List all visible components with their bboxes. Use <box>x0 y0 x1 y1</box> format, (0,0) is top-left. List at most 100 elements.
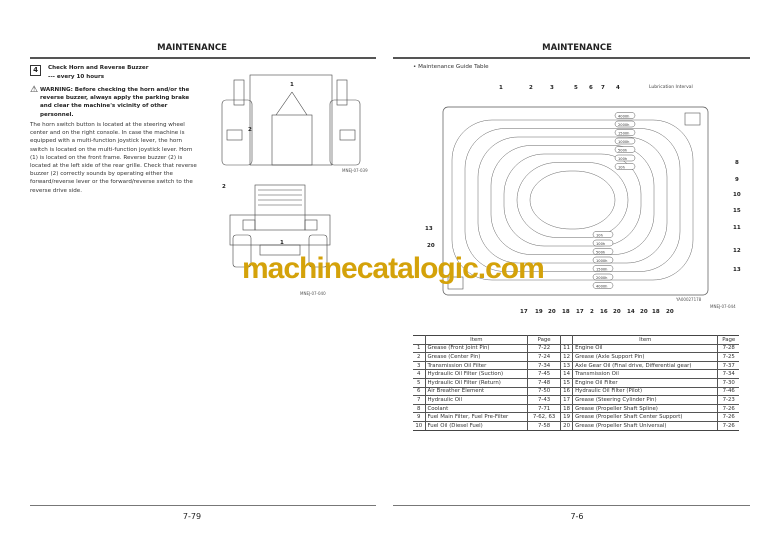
callout: 18 <box>652 309 660 315</box>
item-name: Hydraulic Oil Filter (Pilot) <box>572 386 719 397</box>
left-page-header: MAINTENANCE <box>157 43 227 53</box>
col-header-item: Item <box>424 335 529 345</box>
header-rule <box>30 57 376 59</box>
interval-tag: 10h <box>614 163 636 170</box>
callout: 15 <box>733 208 741 214</box>
item-name: Transmission Oil <box>572 369 719 379</box>
item-page: 7-26 <box>717 403 739 414</box>
callout: 7 <box>601 85 605 91</box>
svg-text:10h: 10h <box>596 233 603 237</box>
item-page: 7-22 <box>527 343 562 354</box>
item-name: Axle Gear Oil (Final drive, Differential… <box>572 360 719 371</box>
interval-tag: 1500h <box>592 265 614 272</box>
interval-track <box>490 145 655 255</box>
left-page-number: 7-79 <box>182 512 202 521</box>
item-page: 7-30 <box>717 377 739 388</box>
callout: 20 <box>548 309 556 315</box>
callout: 6 <box>589 85 593 91</box>
front-view-illustration <box>221 74 361 166</box>
callout: 5 <box>574 85 578 91</box>
figure-code: MNEJ-07-044 <box>710 304 736 309</box>
interval-tag: 4000h <box>614 112 636 119</box>
item-page: 7-71 <box>527 403 562 414</box>
callout: 20 <box>427 243 435 249</box>
callout: 14 <box>627 309 635 315</box>
item-name: Hydraulic Oil Filter (Suction) <box>424 369 529 379</box>
interval-tag: 2000h <box>614 120 636 128</box>
item-number: 15 <box>560 377 574 388</box>
svg-text:1500h: 1500h <box>618 131 629 135</box>
callout: 18 <box>562 309 570 315</box>
footer-rule-right <box>393 505 750 506</box>
interval-tag: 500h <box>592 248 614 255</box>
item-page: 7-50 <box>527 386 562 397</box>
watermark: machinecatalogic.com <box>242 252 545 285</box>
interval-tag: 1500h <box>614 129 636 136</box>
item-name: Fuel Oil (Diesel Fuel) <box>424 420 529 431</box>
svg-text:1500h: 1500h <box>596 267 607 271</box>
item-name: Engine Oil Filter <box>572 377 719 388</box>
callout: 20 <box>666 309 674 315</box>
item-page: 7-48 <box>527 377 562 388</box>
item-name: Grease (Propeller Shaft Center Support) <box>572 412 719 422</box>
item-number: 16 <box>560 386 574 397</box>
col-header-item: Item <box>572 335 719 345</box>
item-page: 7-45 <box>527 369 562 379</box>
body-text: The horn switch button is located at the… <box>30 122 197 194</box>
item-name: Grease (Steering Cylinder Pin) <box>572 395 719 405</box>
svg-text:2000h: 2000h <box>618 123 629 127</box>
right-page-header: MAINTENANCE <box>542 43 612 53</box>
interval-tag: 500h <box>614 146 636 153</box>
item-page: 7-62, 63 <box>527 412 562 422</box>
maintenance-guide-diagram: 4000h2000h1500h1000h500h100h10h10h100h50… <box>442 106 709 296</box>
item-name: Grease (Axle Support Pin) <box>572 352 719 362</box>
item-number: 18 <box>560 403 574 414</box>
svg-text:1000h: 1000h <box>618 140 629 144</box>
warning-text: WARNING: Before checking the horn and/or… <box>40 87 190 118</box>
item-name: Grease (Propeller Shaft Spline) <box>572 403 719 414</box>
item-name: Fuel Main Filter, Fuel Pre-Filter <box>424 412 529 422</box>
interval-track <box>503 153 642 247</box>
item-page: 7-23 <box>717 395 739 405</box>
callout: 2 <box>590 309 594 315</box>
svg-text:100h: 100h <box>596 242 605 246</box>
fig1-code: MNEJ-07-039 <box>342 168 368 173</box>
right-page-number: 7-6 <box>570 512 584 521</box>
col-header-page: Page <box>717 335 739 345</box>
callout: 17 <box>520 309 528 315</box>
callout: 11 <box>733 225 741 231</box>
callout: 17 <box>576 309 584 315</box>
interval-track <box>477 136 668 264</box>
item-name: Engine Oil <box>572 343 719 354</box>
item-name: Grease (Propeller Shaft Universal) <box>572 420 719 431</box>
callout: 4 <box>616 85 620 91</box>
callout: 8 <box>735 160 739 166</box>
item-number: 1 <box>413 343 426 354</box>
item-page: 7-24 <box>527 352 562 362</box>
item-page: 7-43 <box>527 395 562 405</box>
item-name: Coolant <box>424 403 529 414</box>
warning-icon: ⚠ <box>30 85 39 95</box>
fig2-label-horn: 1 <box>280 240 284 246</box>
item-number: 20 <box>560 420 574 431</box>
item-number: 3 <box>413 360 426 371</box>
rear-view-illustration <box>229 184 331 268</box>
svg-text:500h: 500h <box>596 250 605 254</box>
item-page: 7-58 <box>527 420 562 431</box>
interval-track <box>451 119 694 281</box>
fig2-label-buzzer: 2 <box>222 184 226 190</box>
item-name: Air Breather Element <box>424 386 529 397</box>
callout: 3 <box>550 85 554 91</box>
callout: 19 <box>535 309 543 315</box>
interval-tag: 1000h <box>592 256 614 264</box>
